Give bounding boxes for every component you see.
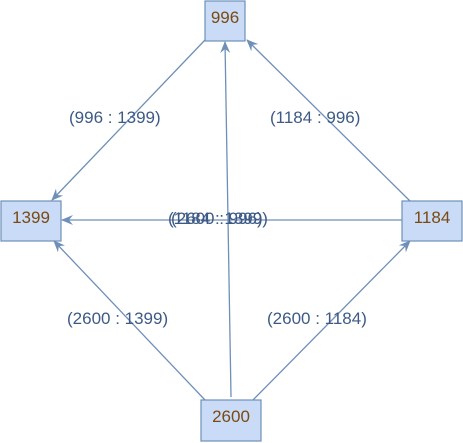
edge-label-1184-996: (1184 : 996) [270,108,360,127]
edge-2600-to-996 [220,41,232,398]
edges [51,39,411,401]
node-1399[interactable]: 1399 [0,200,62,242]
edge-label-996-1399: (996 : 1399) [69,108,161,127]
edge-2600-to-1399 [53,240,206,401]
node-label: 1184 [414,208,451,227]
edge-label-2600-1399: (2600 : 1399) [67,309,168,328]
node-label: 996 [211,8,239,27]
edge-label-2600-1184: (2600 : 1184) [267,309,367,328]
edge-label-1184-1399: (1184 : 1399) [168,209,268,228]
edge-996-to-1399 [51,39,206,201]
node-label: 2600 [212,407,250,426]
edge-1184-to-996 [246,39,411,202]
edge-label-2600-996: (2600 : 996) [171,209,263,228]
node-1184[interactable]: 1184 [401,200,463,242]
edge-labels: (996 : 1399) (1184 : 996) (1184 : 1399) … [67,108,367,328]
node-2600[interactable]: 2600 [200,399,262,442]
node-label: 1399 [12,208,50,227]
node-996[interactable]: 996 [204,0,246,42]
edge-2600-to-1184 [252,240,411,401]
